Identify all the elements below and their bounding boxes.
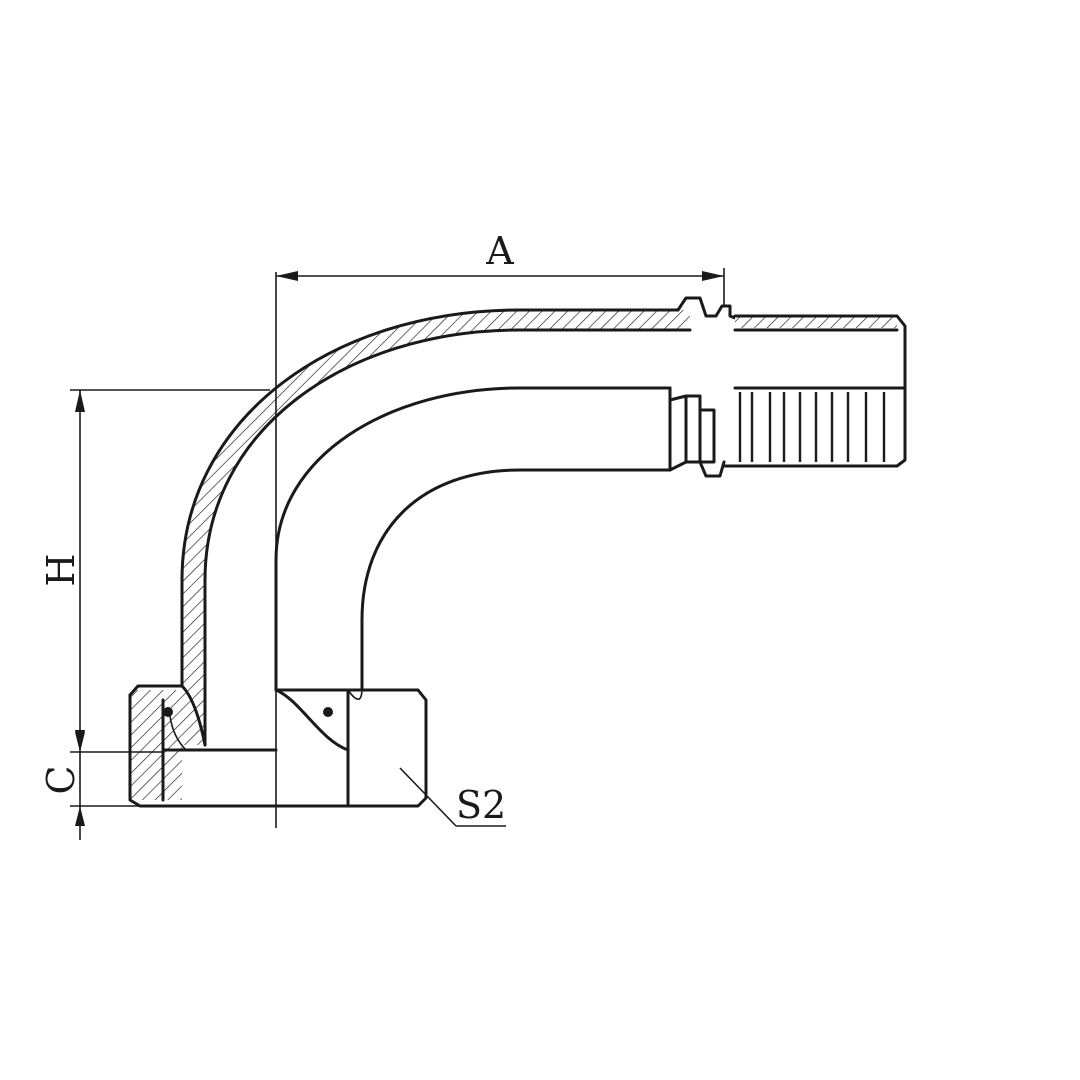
dimension-a-label: A xyxy=(485,229,514,273)
dimension-c-label: C xyxy=(39,765,83,794)
dimension-c: C xyxy=(39,732,163,840)
dimension-s2: S2 xyxy=(399,767,506,827)
hose-tail xyxy=(722,314,907,468)
elbow-bore xyxy=(274,386,672,692)
elbow-wall xyxy=(180,308,692,747)
hose-barbs xyxy=(738,392,886,462)
swivel-nut xyxy=(128,666,428,808)
dimension-h-label: H xyxy=(39,553,83,586)
dimension-a: A xyxy=(276,229,725,306)
dimension-s2-label: S2 xyxy=(456,783,506,827)
collar-groove xyxy=(668,296,737,478)
